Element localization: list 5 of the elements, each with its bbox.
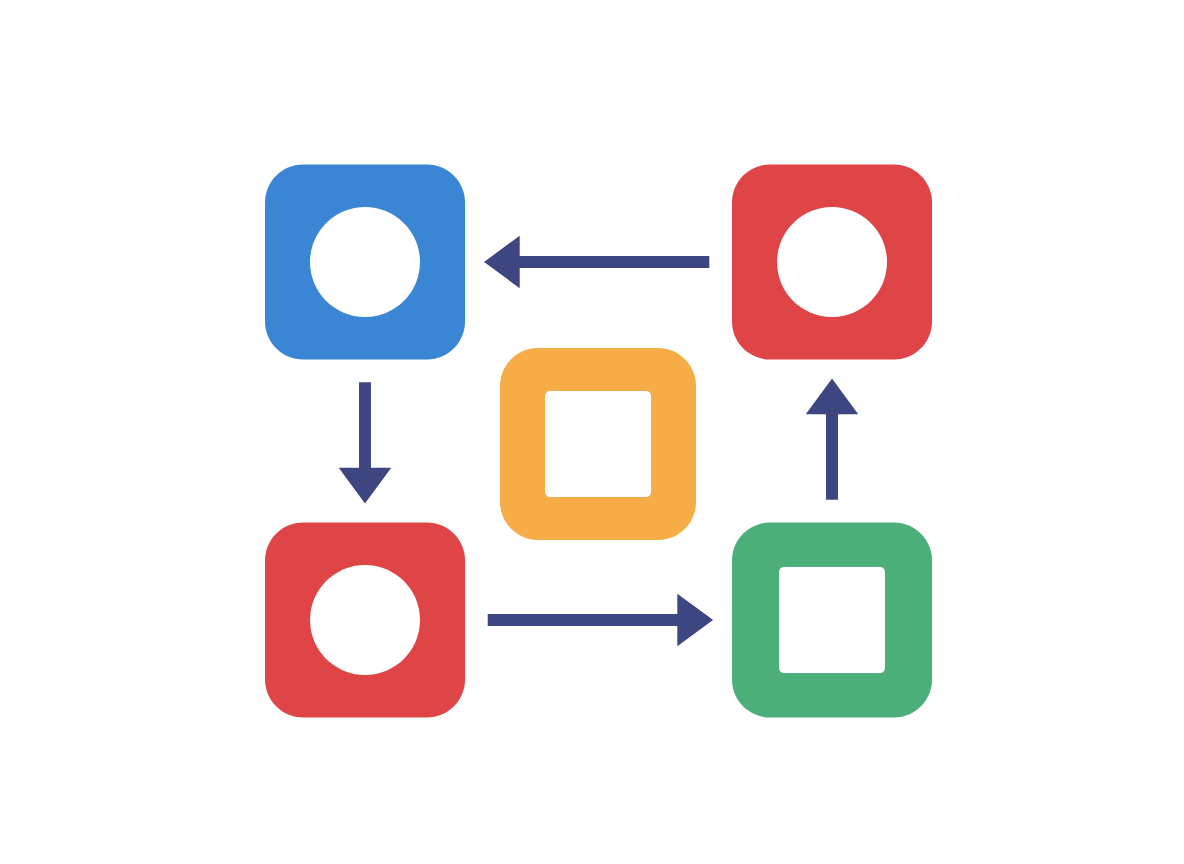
process-box bbox=[500, 348, 696, 540]
process-box bbox=[732, 164, 932, 360]
process-box bbox=[265, 164, 465, 360]
process-box bbox=[732, 522, 932, 718]
process-box bbox=[265, 522, 465, 718]
